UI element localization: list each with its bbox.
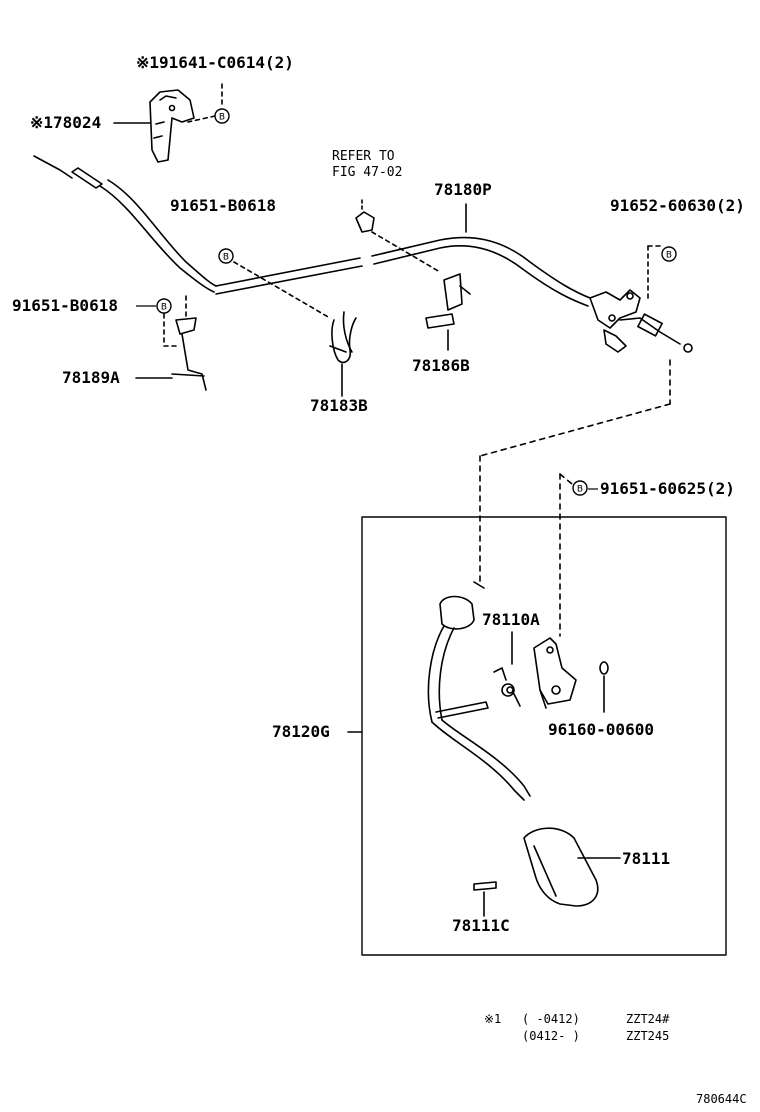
pedal-arm-78120G [347,581,531,801]
bolt-symbol-91651-top [218,248,234,264]
label-91641-C0614: ※191641-C0614(2) [136,53,294,72]
bolt-symbol-91651-60625 [572,480,588,496]
bolt-symbol-91651-left [156,298,172,314]
label-91651-B0618-left: 91651-B0618 [12,296,118,315]
bolt-letter: B [219,113,225,123]
bolt-letter: B [223,253,229,263]
label-78180P: 78180P [434,180,492,199]
washer-96160 [599,661,609,713]
spring-78110A [493,631,521,707]
pin-78111C [473,881,497,917]
bolt-letter: B [161,303,167,313]
accelerator-cable-78180P [33,155,591,307]
label-78189A: 78189A [62,368,120,387]
label-91651-60625: 91651-60625(2) [600,479,735,498]
label-78024: ※178024 [30,113,102,132]
footnote-row2-range: (0412- ) [522,1029,580,1043]
label-96160-00600: 96160-00600 [548,720,654,739]
footnote-row1-range: ( -0412) [522,1012,580,1026]
bolt-leader-91651-60625 [559,473,573,637]
label-78111C: 78111C [452,916,510,935]
figure-code: 780644C [696,1092,747,1106]
label-78183B: 78183B [310,396,368,415]
bolt-leader-91641 [187,83,223,123]
pedal-bracket [533,637,577,709]
clamp-78189A [135,295,207,391]
pedal-assembly-box [361,516,727,956]
pedal-pad-78111 [523,827,621,907]
bolt-letter: B [577,485,583,495]
label-78111: 78111 [622,849,671,868]
label-78186B: 78186B [412,356,470,375]
bolt-leader-91651-left [163,313,179,347]
label-refer-fig: FIG 47-02 [332,165,403,180]
bracket-78186B [425,273,471,351]
footnote-row1-model: ZZT24# [626,1012,670,1026]
bolt-letter: B [666,251,672,261]
label-91652-60630: 91652-60630(2) [610,196,745,215]
bolt-symbol-91641 [214,108,230,124]
bolt-symbol-91652 [661,246,677,262]
bolt-leader-91652 [647,245,661,301]
label-78120G: 78120G [272,722,330,741]
clip-78183B [233,261,357,397]
label-refer-to: REFER TO [332,149,395,164]
bracket-78024 [113,89,195,163]
cable-engine-end [589,289,693,353]
footnote-mark: ※1 [484,1012,502,1026]
bolt-symbols [156,108,677,496]
cable-to-pedal-leader [479,359,671,585]
grommet [355,199,441,273]
label-91651-B0618-top: 91651-B0618 [170,196,276,215]
footnote-row2-model: ZZT245 [626,1029,670,1043]
label-78110A: 78110A [482,610,540,629]
